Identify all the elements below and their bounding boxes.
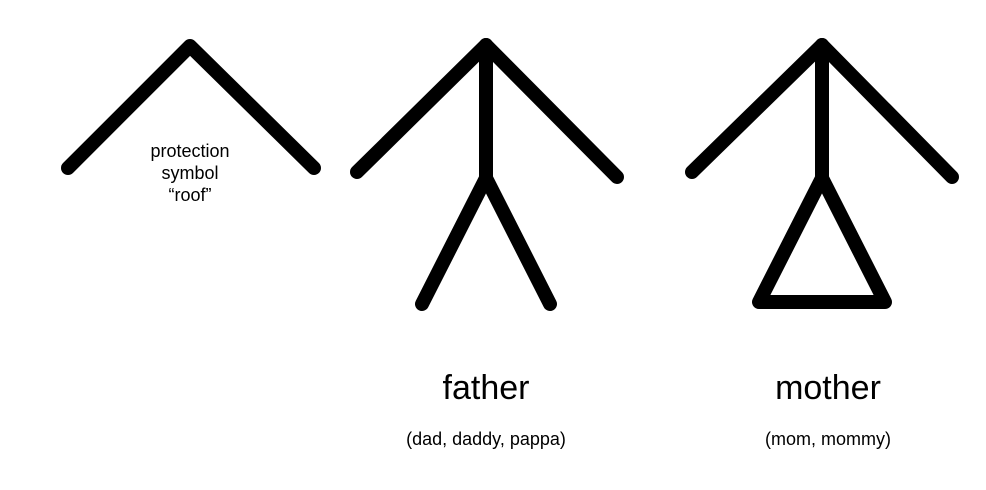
father-legs [415, 171, 557, 311]
father-word: father [442, 369, 530, 407]
father-synonyms: (dad, daddy, pappa) [406, 429, 566, 449]
mother-word: mother [775, 369, 881, 407]
roof-caption-line-1: protection [150, 141, 230, 161]
mother-symbol [685, 38, 959, 309]
father-symbol [350, 38, 624, 311]
roof-caption: protection symbol “roof” [120, 140, 260, 206]
mother-triangle [752, 171, 892, 309]
roof-symbol [61, 39, 321, 175]
mother-synonyms: (mom, mommy) [765, 429, 891, 449]
roof-caption-line-3: “roof” [168, 185, 212, 205]
roof-caption-line-2: symbol [161, 163, 219, 183]
roof-chevron [61, 39, 321, 175]
